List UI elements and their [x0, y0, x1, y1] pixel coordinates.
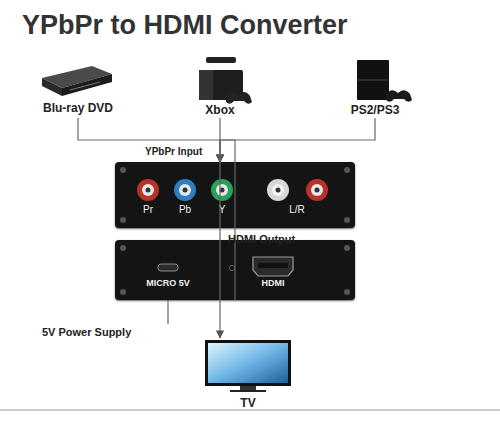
device-name: Blu-ray DVD	[28, 101, 128, 115]
port-label: HDMI	[243, 278, 303, 288]
edge-label: HDMI Output	[228, 233, 295, 245]
bluray-illustration	[42, 66, 112, 96]
signal-connector	[220, 118, 375, 162]
signal-connector	[78, 118, 220, 162]
device-name: TV	[200, 396, 296, 410]
device-name: PS2/PS3	[328, 103, 422, 117]
xbox-illustration	[199, 57, 252, 104]
playstation-illustration	[357, 60, 412, 102]
port-label: Y	[202, 204, 242, 215]
tv-node: TV	[200, 338, 296, 410]
port-label: L/R	[277, 204, 317, 215]
tv-illustration	[205, 340, 291, 392]
port-label: MICRO 5V	[133, 278, 203, 288]
device-node: PS2/PS3	[328, 55, 422, 118]
panel-heading: YPbPr Input	[145, 146, 202, 157]
input-panel: YPbPr InputPrPbYL/R	[115, 162, 355, 228]
port-label: Pb	[165, 204, 205, 215]
device-name: Xbox	[180, 103, 260, 117]
port-label: Pr	[128, 204, 168, 215]
output-panel: MICRO 5V HDMI	[115, 240, 355, 300]
diagram-title: YPbPr to HDMI Converter	[22, 10, 348, 41]
power-line	[167, 300, 168, 324]
device-node: Blu-ray DVD	[28, 55, 128, 118]
signal-connector	[219, 118, 220, 162]
note-label: 5V Power Supply	[42, 326, 131, 338]
device-node: Xbox	[180, 50, 260, 118]
